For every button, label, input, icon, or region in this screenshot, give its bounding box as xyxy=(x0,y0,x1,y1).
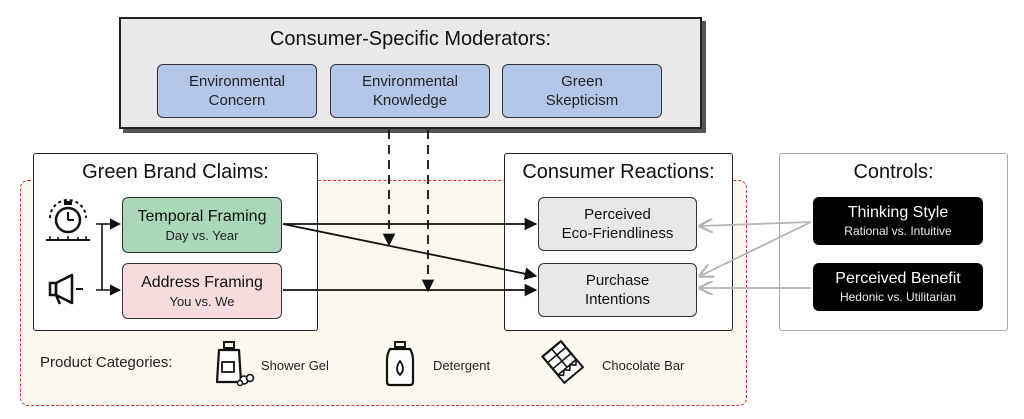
address-framing-sub: You vs. We xyxy=(169,293,235,309)
control-thinking-style: Thinking Style Rational vs. Intuitive xyxy=(813,197,983,245)
moderator-environmental-concern: Environmental Concern xyxy=(157,64,317,118)
detergent-icon xyxy=(385,341,415,387)
temporal-framing-box: Temporal Framing Day vs. Year xyxy=(122,197,282,253)
reaction-line1: Purchase xyxy=(585,272,650,289)
reactions-panel: Consumer Reactions: Perceived Eco-Friend… xyxy=(504,153,733,331)
control-label: Perceived Benefit xyxy=(835,270,961,287)
control-label: Thinking Style xyxy=(847,204,949,221)
address-framing-label: Address Framing xyxy=(141,273,263,291)
moderator-line2: Concern xyxy=(208,92,266,109)
products-title: Product Categories: xyxy=(40,354,173,371)
product-label-shower-gel: Shower Gel xyxy=(261,358,329,373)
controls-title: Controls: xyxy=(853,161,934,183)
control-sub: Hedonic vs. Utilitarian xyxy=(839,290,957,304)
stopwatch-icon xyxy=(46,199,90,241)
moderators-panel: Consumer-Specific Moderators: Environmen… xyxy=(119,17,702,129)
chocolate-bar-icon xyxy=(541,339,585,385)
control-perceived-benefit: Perceived Benefit Hedonic vs. Utilitaria… xyxy=(813,263,983,311)
control-sub: Rational vs. Intuitive xyxy=(844,224,952,238)
moderator-line2: Skepticism xyxy=(545,92,619,109)
controls-panel: Controls: Thinking Style Rational vs. In… xyxy=(779,153,1008,331)
moderator-line1: Green xyxy=(561,73,603,90)
address-framing-box: Address Framing You vs. We xyxy=(122,263,282,319)
product-label-detergent: Detergent xyxy=(433,358,491,373)
moderator-line1: Environmental xyxy=(189,73,285,90)
moderator-green-skepticism: Green Skepticism xyxy=(502,64,662,118)
reaction-eco-friendliness: Perceived Eco-Friendliness xyxy=(538,197,697,251)
moderators-title: Consumer-Specific Moderators: xyxy=(269,28,552,50)
shower-gel-icon xyxy=(215,341,255,387)
reaction-purchase-intentions: Purchase Intentions xyxy=(538,263,697,317)
temporal-framing-label: Temporal Framing xyxy=(137,207,267,225)
megaphone-icon xyxy=(48,273,83,305)
claims-panel: Green Brand Claims: Temporal Framing Day… xyxy=(33,153,318,331)
reaction-line2: Eco-Friendliness xyxy=(561,225,674,242)
moderator-environmental-knowledge: Environmental Knowledge xyxy=(330,64,490,118)
moderator-line2: Knowledge xyxy=(372,92,448,109)
claims-title: Green Brand Claims: xyxy=(82,161,269,183)
reaction-line1: Perceived xyxy=(584,206,651,223)
product-label-chocolate-bar: Chocolate Bar xyxy=(602,358,685,373)
temporal-framing-sub: Day vs. Year xyxy=(165,227,239,243)
moderator-line1: Environmental xyxy=(362,73,458,90)
reaction-line2: Intentions xyxy=(584,291,651,308)
reactions-title: Consumer Reactions: xyxy=(522,161,715,183)
